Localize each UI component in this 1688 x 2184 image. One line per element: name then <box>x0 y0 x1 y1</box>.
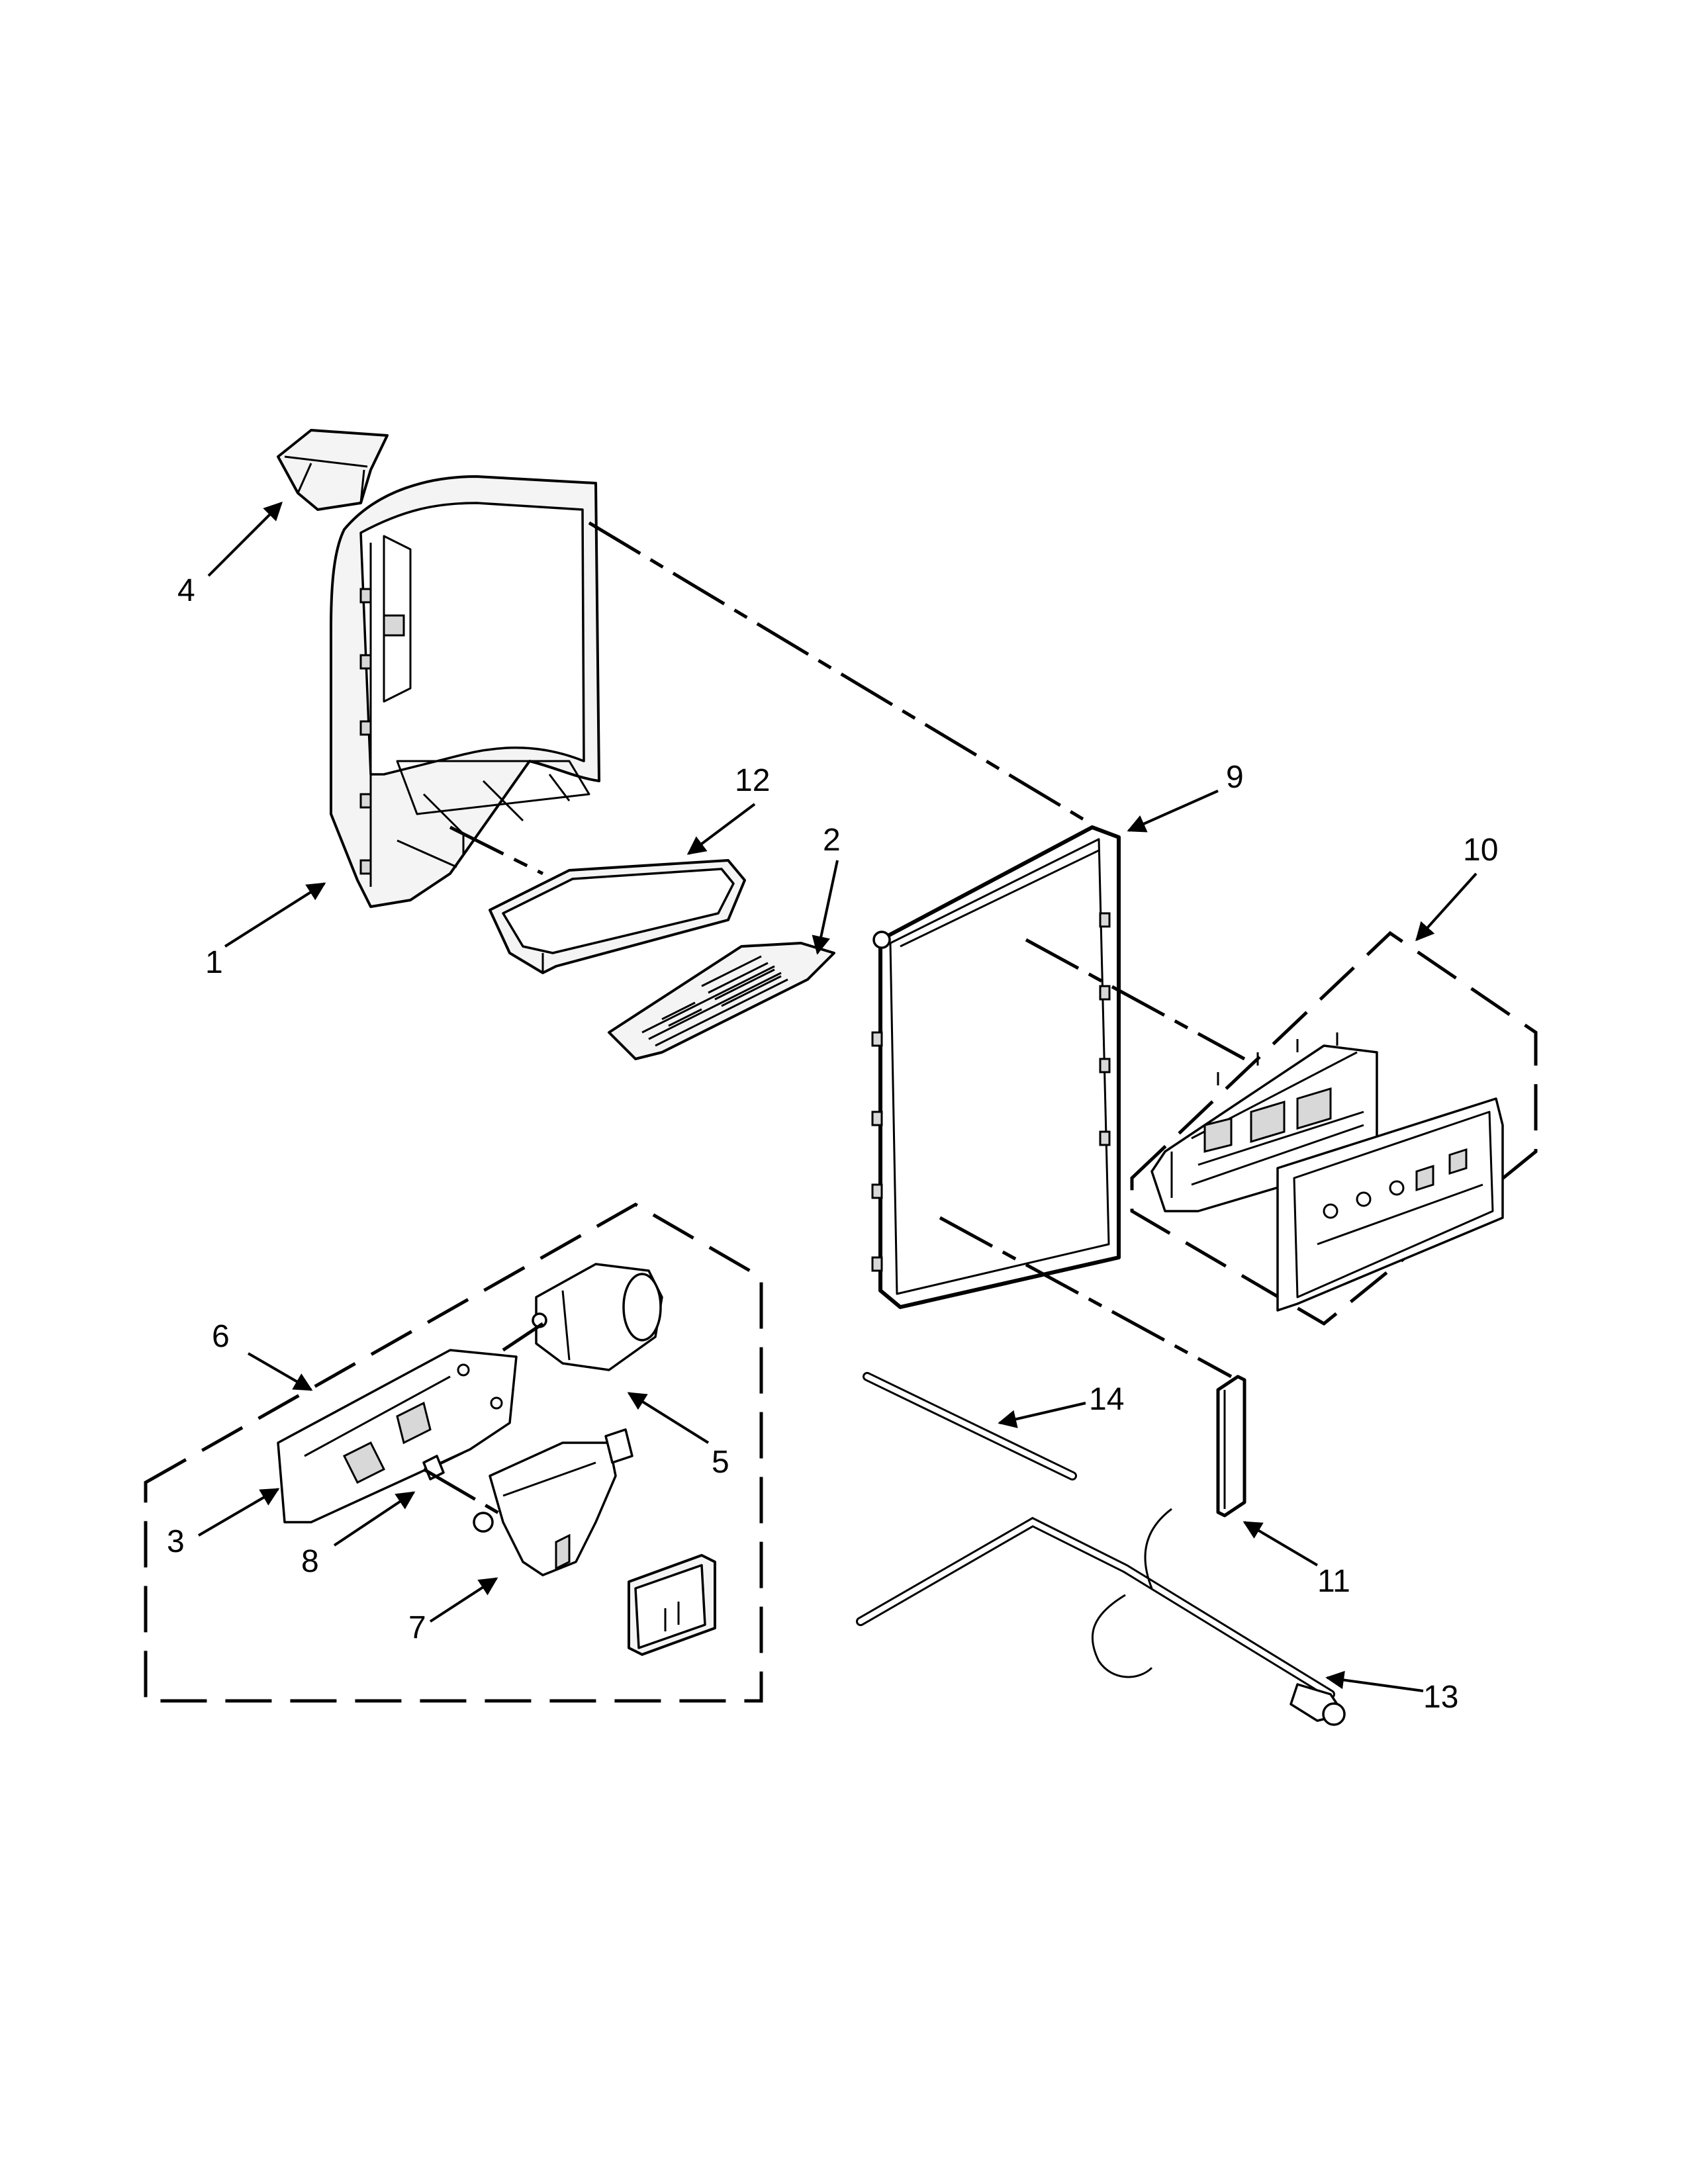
callout-5: 5 <box>712 1445 729 1480</box>
callout-13: 13 <box>1423 1680 1458 1715</box>
leader-3 <box>197 1488 280 1537</box>
callout-11: 11 <box>1317 1564 1350 1599</box>
alignment-line-frame-to-board <box>1025 938 1246 1061</box>
callout-14: 14 <box>1089 1382 1124 1417</box>
callout-10: 10 <box>1463 833 1498 868</box>
leader-9 <box>1127 790 1219 833</box>
part-12-drip-tray <box>489 859 746 974</box>
callout-1: 1 <box>205 945 223 980</box>
part-9-dispenser-frame <box>871 825 1121 1309</box>
part-11-cover <box>1216 1375 1246 1518</box>
leader-13 <box>1325 1670 1424 1692</box>
leader-12 <box>686 803 756 855</box>
leader-7 <box>429 1577 498 1623</box>
part-7-actuator <box>473 1428 633 1576</box>
alignment-line-housing-to-frame <box>588 521 1087 823</box>
leader-11 <box>1243 1521 1319 1567</box>
alignment-line-screw-to-actuator <box>422 1467 504 1518</box>
part-13-water-line <box>856 1508 1346 1726</box>
leader-6 <box>247 1352 313 1391</box>
callout-7: 7 <box>408 1610 426 1645</box>
part-2-drip-grille <box>608 942 835 1060</box>
leader-5 <box>627 1392 710 1444</box>
callout-3: 3 <box>167 1524 185 1559</box>
alignment-line-motor-to-bracket <box>502 1322 544 1352</box>
part-5-motor <box>532 1263 663 1371</box>
leader-8 <box>333 1491 416 1547</box>
callout-4: 4 <box>177 573 195 608</box>
part-10-control-panel-overlay <box>1276 1097 1504 1312</box>
part-3-bracket <box>277 1349 518 1524</box>
callout-8: 8 <box>301 1544 319 1579</box>
part-10-group-box <box>1130 931 1538 1326</box>
alignment-line-frame-to-cover <box>939 1216 1233 1379</box>
alignment-line-housing-to-tray <box>449 825 544 876</box>
part-1-dispenser-housing <box>330 475 600 908</box>
callout-12: 12 <box>735 763 770 798</box>
part-6-group-box <box>144 1203 763 1703</box>
part-14-tube <box>863 1372 1077 1480</box>
callout-6: 6 <box>212 1319 230 1354</box>
leader-10 <box>1415 872 1477 942</box>
callout-2: 2 <box>823 823 841 858</box>
part-4-top-cap <box>277 429 389 511</box>
callout-9: 9 <box>1226 760 1244 795</box>
leader-14 <box>998 1402 1086 1428</box>
leader-2 <box>812 860 839 955</box>
leader-1 <box>224 882 326 948</box>
leader-4 <box>207 502 283 577</box>
part-pad-unlabeled <box>628 1554 716 1656</box>
